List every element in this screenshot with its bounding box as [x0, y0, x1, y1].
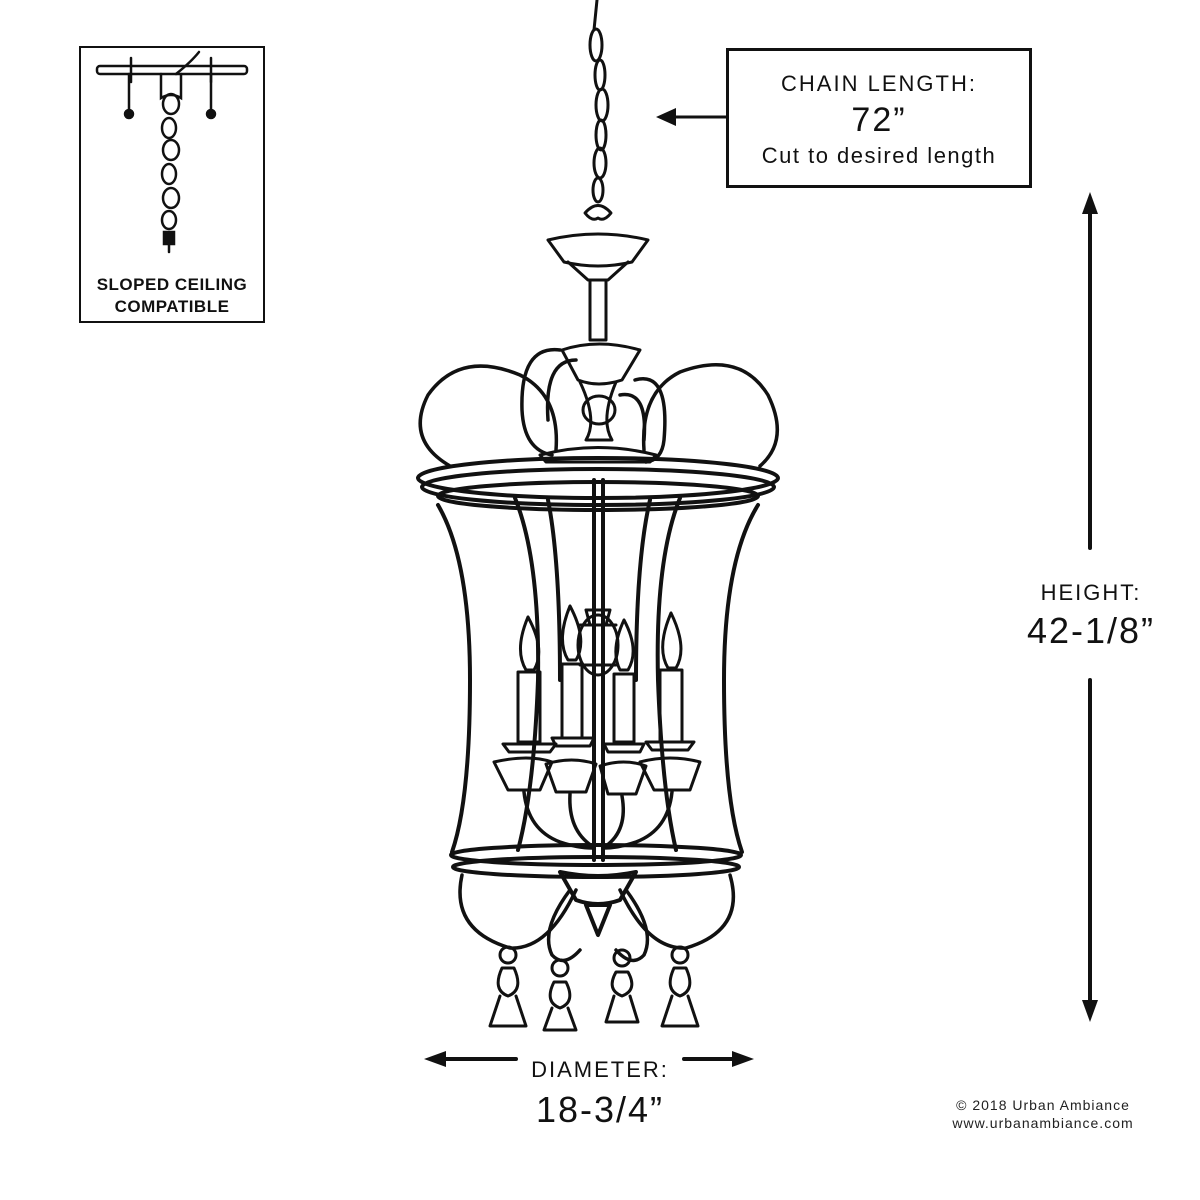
chain-length-arrow [656, 108, 728, 126]
height-value: 42-1/8” [1026, 610, 1156, 651]
lantern-bottom-ring [449, 843, 743, 937]
candle-arms [522, 790, 674, 850]
chain-length-note: Cut to desired length [761, 143, 997, 168]
copyright-notice: © 2018 Urban Ambiance www.urbanambiance.… [930, 1096, 1156, 1132]
lantern-crown [538, 204, 658, 464]
lantern-bottom-loops [458, 873, 736, 963]
chain-illustration [588, 0, 610, 204]
candle-lights [492, 604, 702, 796]
height-arrow [1082, 192, 1098, 1022]
badge-line-1: SLOPED CEILING [96, 275, 248, 294]
chain-length-title: CHAIN LENGTH: [781, 71, 977, 96]
copyright-line: © 2018 Urban Ambiance [956, 1097, 1130, 1113]
lantern-cage [436, 478, 760, 862]
lantern-center-column [576, 608, 620, 677]
website-line: www.urbanambiance.com [952, 1115, 1134, 1131]
sloped-ceiling-label: SLOPED CEILING COMPATIBLE [81, 274, 263, 318]
sloped-ceiling-icon [95, 50, 249, 254]
lantern-top-ring [416, 456, 780, 512]
diameter-value: 18-3/4” [535, 1089, 665, 1130]
diameter-title: DIAMETER: [531, 1057, 669, 1082]
badge-line-2: COMPATIBLE [114, 297, 230, 316]
tassel-ornaments [488, 945, 700, 1032]
height-title: HEIGHT: [1040, 580, 1142, 605]
chain-length-callout: CHAIN LENGTH: 72” Cut to desired length [726, 48, 1032, 188]
sloped-ceiling-badge: SLOPED CEILING COMPATIBLE [79, 46, 265, 323]
chain-length-value: 72” [851, 101, 907, 139]
diameter-arrow [424, 1051, 754, 1067]
